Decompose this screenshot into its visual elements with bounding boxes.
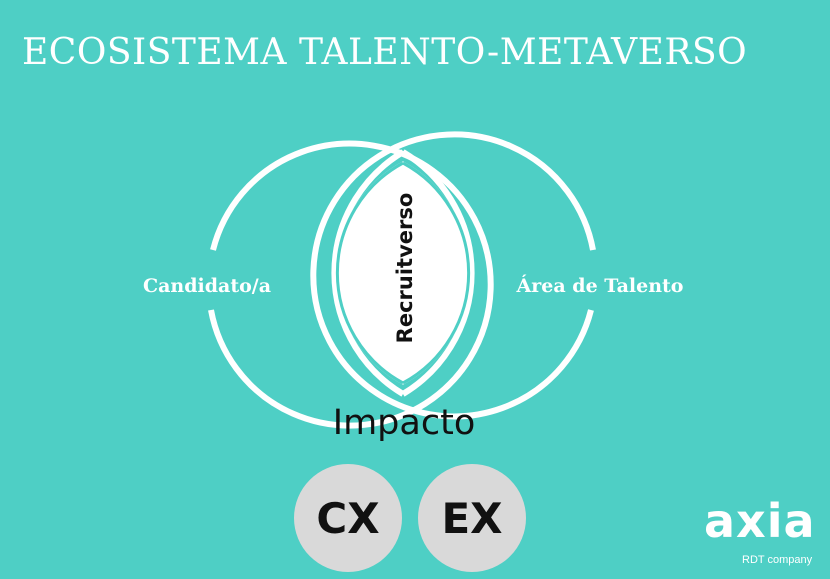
right-circle-inner-arc [331,149,405,397]
left-circle [208,140,494,429]
cx-badge: CX [294,464,402,572]
intersection-label: Recruitverso [393,193,417,344]
logo-wordmark: axia [704,494,816,548]
lens-gap-left [402,161,471,385]
left-circle-label: Candidato/a [143,275,271,297]
right-circle-label: Área de Talento [516,274,684,297]
ex-badge: EX [418,464,526,572]
impact-label: Impacto [332,403,476,443]
logo-tagline: RDT company [742,554,813,566]
axia-logo: axia RDT company [704,498,824,572]
left-circle-inner-arc [401,149,475,397]
right-circle [310,131,596,420]
slide-title: ECOSISTEMA TALENTO-METAVERSO [22,32,748,73]
lens-gap-right [335,161,404,385]
